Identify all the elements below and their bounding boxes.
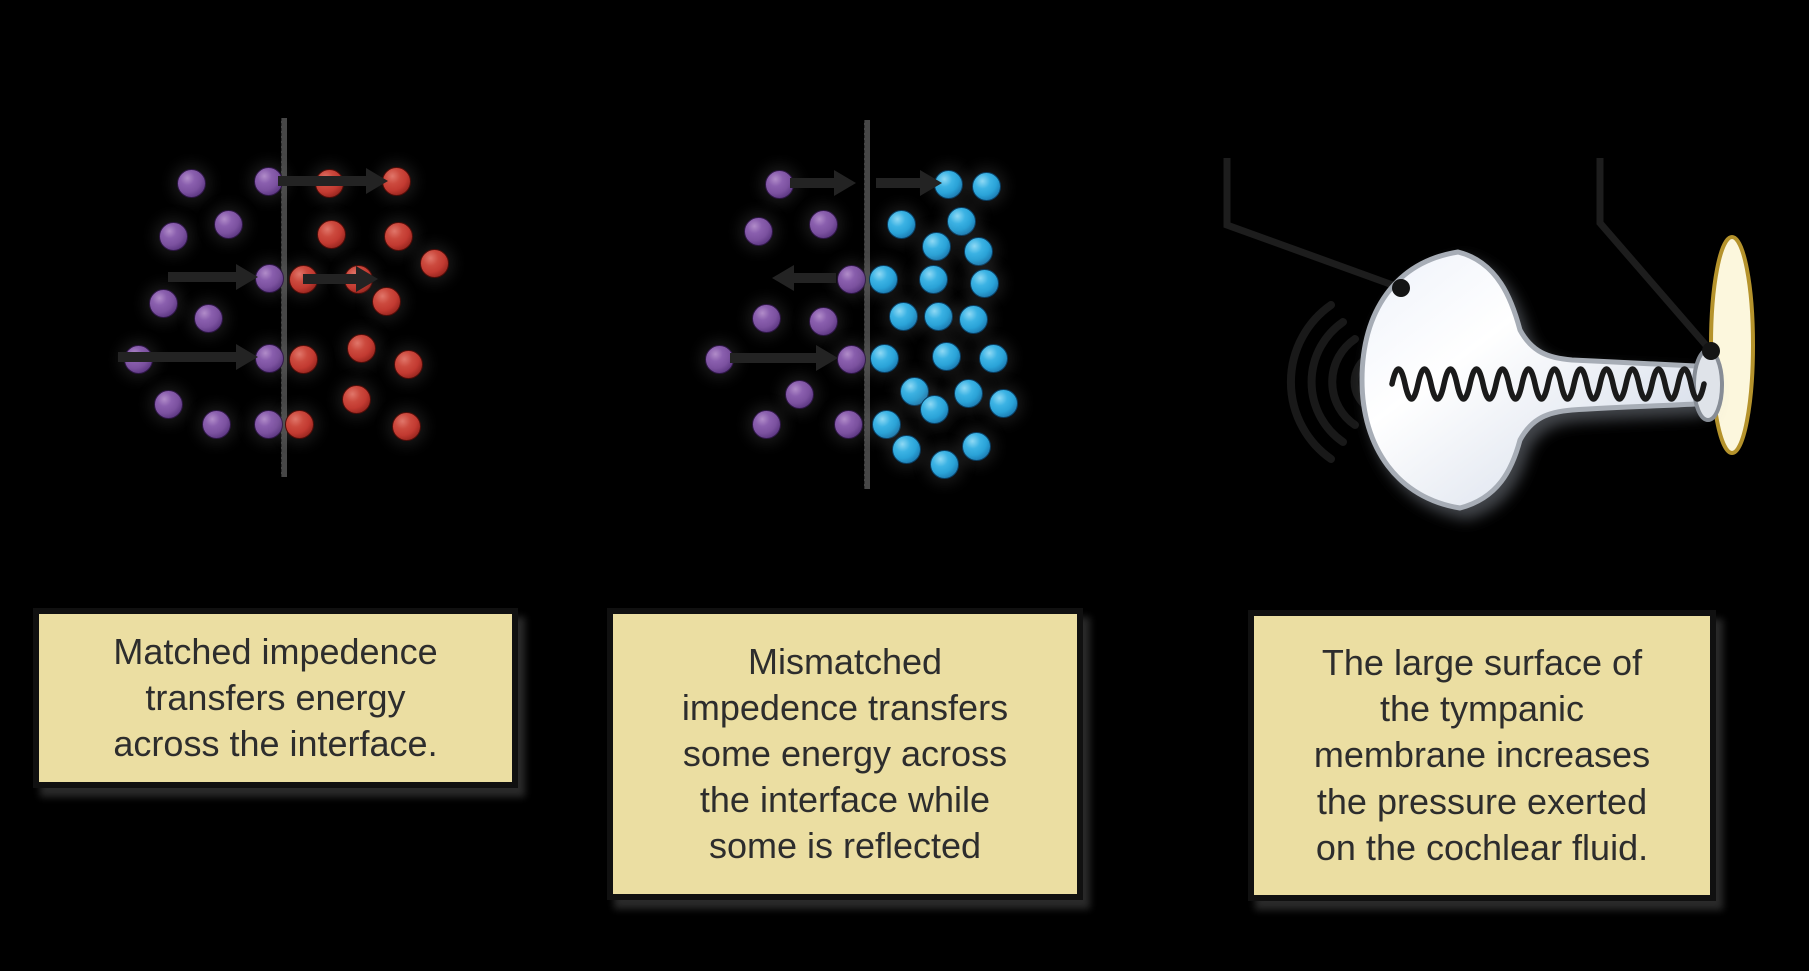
arrow-head bbox=[920, 170, 942, 196]
blue-particle bbox=[869, 343, 899, 373]
interface-line bbox=[280, 118, 287, 477]
arrow-head bbox=[366, 168, 388, 194]
caption-tympanic-text: The large surface of the tympanic membra… bbox=[1313, 642, 1651, 868]
purple-particle bbox=[743, 216, 773, 246]
purple-particle bbox=[751, 409, 781, 439]
purple-particle bbox=[158, 221, 188, 251]
sound-wave-arcs-icon bbox=[1286, 301, 1372, 463]
blue-particle bbox=[969, 268, 999, 298]
leader-line-oval-window bbox=[1596, 158, 1714, 354]
blue-particle bbox=[958, 304, 988, 334]
blue-particle bbox=[871, 409, 901, 439]
motion-arrow-right bbox=[876, 170, 942, 196]
caption-matched-impedance: Matched impedence transfers energy acros… bbox=[33, 608, 518, 788]
caption-tympanic-membrane: The large surface of the tympanic membra… bbox=[1248, 610, 1716, 901]
purple-particle bbox=[176, 168, 206, 198]
red-particle bbox=[284, 409, 314, 439]
arrow-head bbox=[236, 344, 258, 370]
arrow-shaft bbox=[278, 176, 368, 186]
purple-particle bbox=[213, 209, 243, 239]
red-particle bbox=[288, 344, 318, 374]
motion-arrow-right bbox=[118, 344, 258, 370]
leader-dot-oval-window bbox=[1702, 342, 1720, 360]
purple-particle bbox=[764, 169, 794, 199]
purple-particle bbox=[153, 389, 183, 419]
motion-arrow-right bbox=[790, 170, 856, 196]
purple-particle bbox=[836, 264, 866, 294]
blue-particle bbox=[868, 264, 898, 294]
purple-particle bbox=[808, 209, 838, 239]
motion-arrow-right bbox=[168, 264, 258, 290]
blue-particle bbox=[886, 209, 916, 239]
arrow-head bbox=[356, 266, 378, 292]
red-particle bbox=[341, 384, 371, 414]
blue-particle bbox=[919, 394, 949, 424]
arrow-shaft bbox=[118, 352, 238, 362]
arrow-head bbox=[772, 265, 794, 291]
red-particle bbox=[316, 219, 346, 249]
motion-arrow-left bbox=[772, 265, 836, 291]
purple-particle bbox=[253, 409, 283, 439]
red-particle bbox=[393, 349, 423, 379]
leader-line-membrane bbox=[1223, 158, 1403, 292]
purple-particle bbox=[201, 409, 231, 439]
motion-arrow-right bbox=[303, 266, 378, 292]
blue-particle bbox=[978, 343, 1008, 373]
blue-particle bbox=[931, 341, 961, 371]
purple-particle bbox=[751, 303, 781, 333]
arrow-shaft bbox=[876, 178, 922, 188]
arrow-head bbox=[816, 345, 838, 371]
footplate-ellipse bbox=[1692, 348, 1724, 422]
vibration-wave bbox=[1389, 366, 1707, 402]
purple-particle bbox=[808, 306, 838, 336]
blue-particle bbox=[891, 434, 921, 464]
caption-matched-text: Matched impedence transfers energy acros… bbox=[113, 630, 438, 765]
interface-line bbox=[863, 120, 870, 489]
blue-particle bbox=[929, 449, 959, 479]
arrow-shaft bbox=[168, 272, 238, 282]
arrow-head bbox=[834, 170, 856, 196]
blue-particle bbox=[946, 206, 976, 236]
blue-particle bbox=[923, 301, 953, 331]
blue-particle bbox=[921, 231, 951, 261]
caption-mismatched-text: Mismatched impedence transfers some ener… bbox=[681, 640, 1009, 867]
caption-mismatched-impedance: Mismatched impedence transfers some ener… bbox=[607, 608, 1083, 900]
purple-particle bbox=[254, 343, 284, 373]
blue-particle bbox=[961, 431, 991, 461]
arrow-shaft bbox=[303, 274, 358, 284]
purple-particle bbox=[784, 379, 814, 409]
blue-particle bbox=[888, 301, 918, 331]
arrow-shaft bbox=[792, 273, 836, 283]
blue-particle bbox=[971, 171, 1001, 201]
purple-particle bbox=[148, 288, 178, 318]
red-particle bbox=[346, 333, 376, 363]
arrow-shaft bbox=[730, 353, 818, 363]
leader-dot-membrane bbox=[1392, 279, 1410, 297]
blue-particle bbox=[963, 236, 993, 266]
arrow-head bbox=[236, 264, 258, 290]
red-particle bbox=[383, 221, 413, 251]
blue-particle bbox=[918, 264, 948, 294]
red-particle bbox=[391, 411, 421, 441]
arrow-shaft bbox=[790, 178, 836, 188]
motion-arrow-right bbox=[278, 168, 388, 194]
blue-particle bbox=[953, 378, 983, 408]
red-particle bbox=[419, 248, 449, 278]
purple-particle bbox=[193, 303, 223, 333]
blue-particle bbox=[988, 388, 1018, 418]
purple-particle bbox=[833, 409, 863, 439]
motion-arrow-right bbox=[730, 345, 838, 371]
purple-particle bbox=[254, 263, 284, 293]
